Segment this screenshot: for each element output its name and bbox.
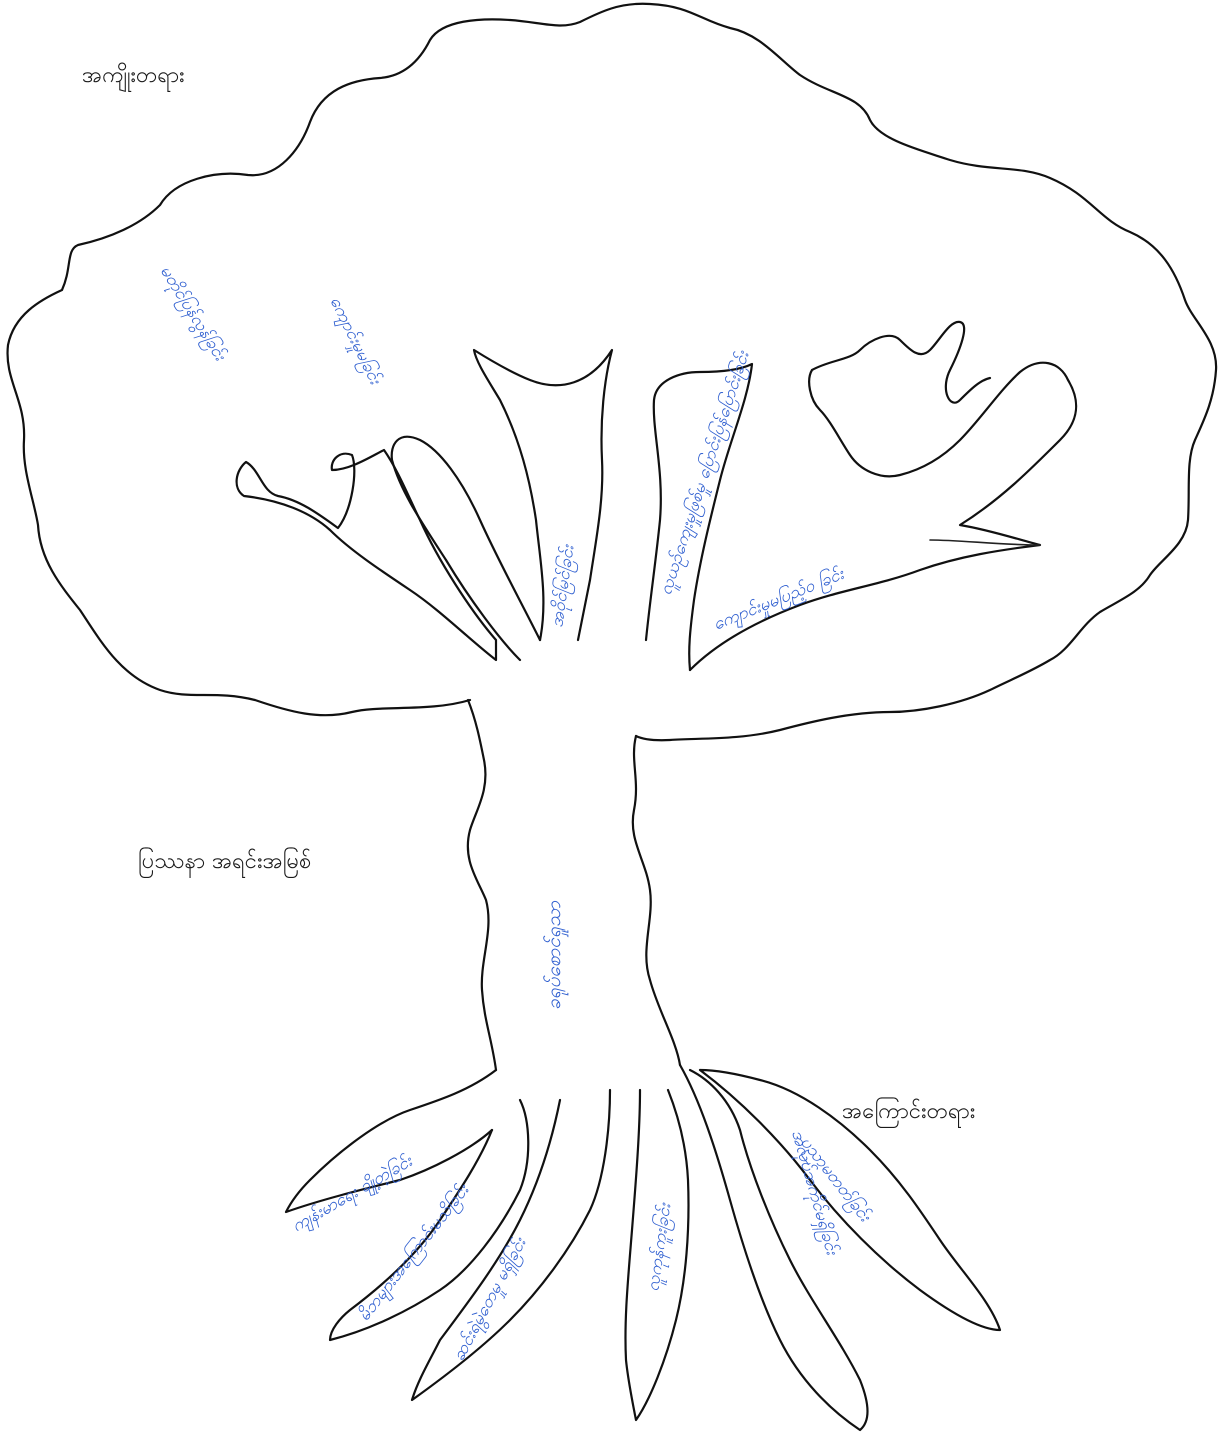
- trunk-left-edge: [468, 700, 496, 1070]
- branch-text-5: ကျောင်းမှုမပြည့်ဝ ခြင်း: [710, 563, 849, 638]
- branch-text-3: အဝိုင်မြင်ခြင်း: [546, 542, 582, 629]
- branch-text-4: လူယဉ်ကျေးမှုဖြစ်မှု ပြောင်းပြန်ပြောင်းခြ…: [655, 347, 757, 598]
- root-text-3: ဆင်းရဲမွဲတေမှု မရှိခြင်း: [448, 1233, 534, 1366]
- root-text-1: ကျန်းမာရေး ချို့တဲ့ခြင်း: [288, 1150, 419, 1239]
- trunk-right-edge: [633, 736, 680, 1065]
- branch-far-left-outline: [237, 450, 496, 660]
- branch-left-outline: [392, 437, 540, 660]
- root-text-4: လူကုန်ကူးခြင်း: [642, 1200, 678, 1293]
- branch-text-1: မတိုင်ပြန်လွန်ခြင်း: [153, 262, 231, 368]
- branch-text-2: ကျောင်းမှုမခြင်း: [323, 293, 387, 390]
- label-core-problem: ပြဿနာ အရင်းအမြစ်: [138, 847, 311, 878]
- branch-center-outline: [474, 350, 612, 640]
- label-causes: အကြောင်းတရား: [842, 1097, 975, 1128]
- canopy-outline: [8, 4, 1217, 740]
- trunk-text: ခရုပ်စောင်ရှုသာ: [543, 900, 569, 1010]
- label-effects: အကျိုးတရား: [82, 62, 185, 93]
